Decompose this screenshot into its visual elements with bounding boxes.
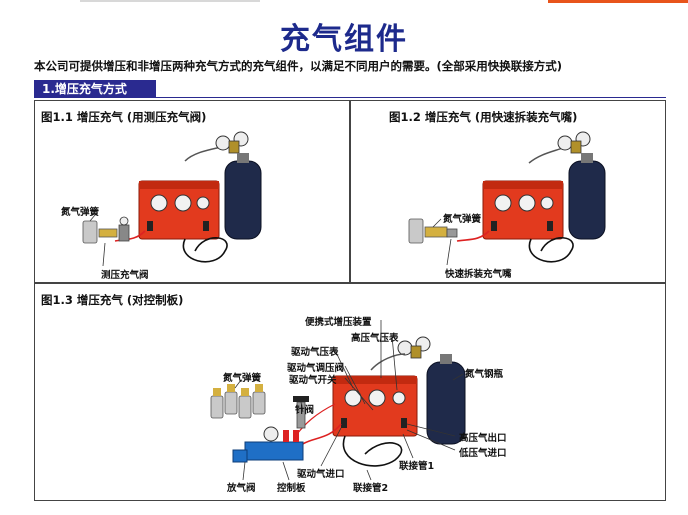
figure-1-1-illustration [82, 131, 262, 267]
label-portable-booster: 便携式增压装置 [305, 317, 372, 328]
intro-text: 本公司可提供增压和非增压两种充气方式的充气组件，以满足不同用户的需要。(全部采用… [34, 59, 563, 73]
label-connector-2: 联接管2 [353, 483, 389, 494]
top-accent-strip [548, 0, 688, 3]
section-rule [156, 97, 666, 98]
label-drive-switch: 驱动气开关 [289, 375, 337, 386]
figure-1-1-title: 图1.1 增压充气 (用测压充气阀) [41, 110, 207, 124]
label-n2-spring: 氮气弹簧 [223, 373, 262, 384]
label-spring-2: 氮气弹簧 [443, 214, 482, 225]
label-connector-1: 联接管1 [399, 461, 435, 472]
label-test-valve: 测压充气阀 [101, 270, 149, 281]
label-hp-gauge: 高压气压表 [351, 333, 399, 344]
label-quick-nozzle: 快速拆装充气嘴 [445, 269, 512, 280]
label-relief-valve: 放气阀 [227, 483, 256, 494]
figure-1-2-illustration [408, 131, 606, 266]
label-n2-bottle: 氮气钢瓶 [465, 369, 504, 380]
label-drive-regulator: 驱动气调压阀 [287, 363, 345, 374]
label-control-board: 控制板 [277, 483, 306, 494]
top-scroll-strip [80, 0, 260, 2]
figure-1-3-panel: 图1.3 增压充气 (对控制板) [34, 283, 666, 501]
top-edge [0, 0, 688, 3]
label-drive-gauge: 驱动气压表 [291, 347, 339, 358]
section-heading: 1.增压充气方式 [34, 80, 156, 98]
figure-1-1-panel: 图1.1 增压充气 (用测压充气阀) 氮气弹簧 测压充气阀 [34, 100, 350, 283]
figure-1-3-illustration [210, 320, 466, 481]
label-drive-inlet: 驱动气进口 [297, 469, 345, 480]
page-title: 充气组件 [280, 22, 408, 57]
label-needle-valve: 针阀 [295, 405, 315, 416]
figure-1-2-panel: 图1.2 增压充气 (用快速拆装充气嘴) 氮气弹簧 快速拆装充气嘴 [350, 100, 666, 283]
label-spring: 氮气弹簧 [61, 207, 100, 218]
figure-1-2-title: 图1.2 增压充气 (用快速拆装充气嘴) [389, 110, 578, 124]
label-hp-outlet: 高压气出口 [459, 433, 507, 444]
figure-1-3-title: 图1.3 增压充气 (对控制板) [41, 293, 184, 307]
label-lp-inlet: 低压气进口 [459, 448, 507, 459]
